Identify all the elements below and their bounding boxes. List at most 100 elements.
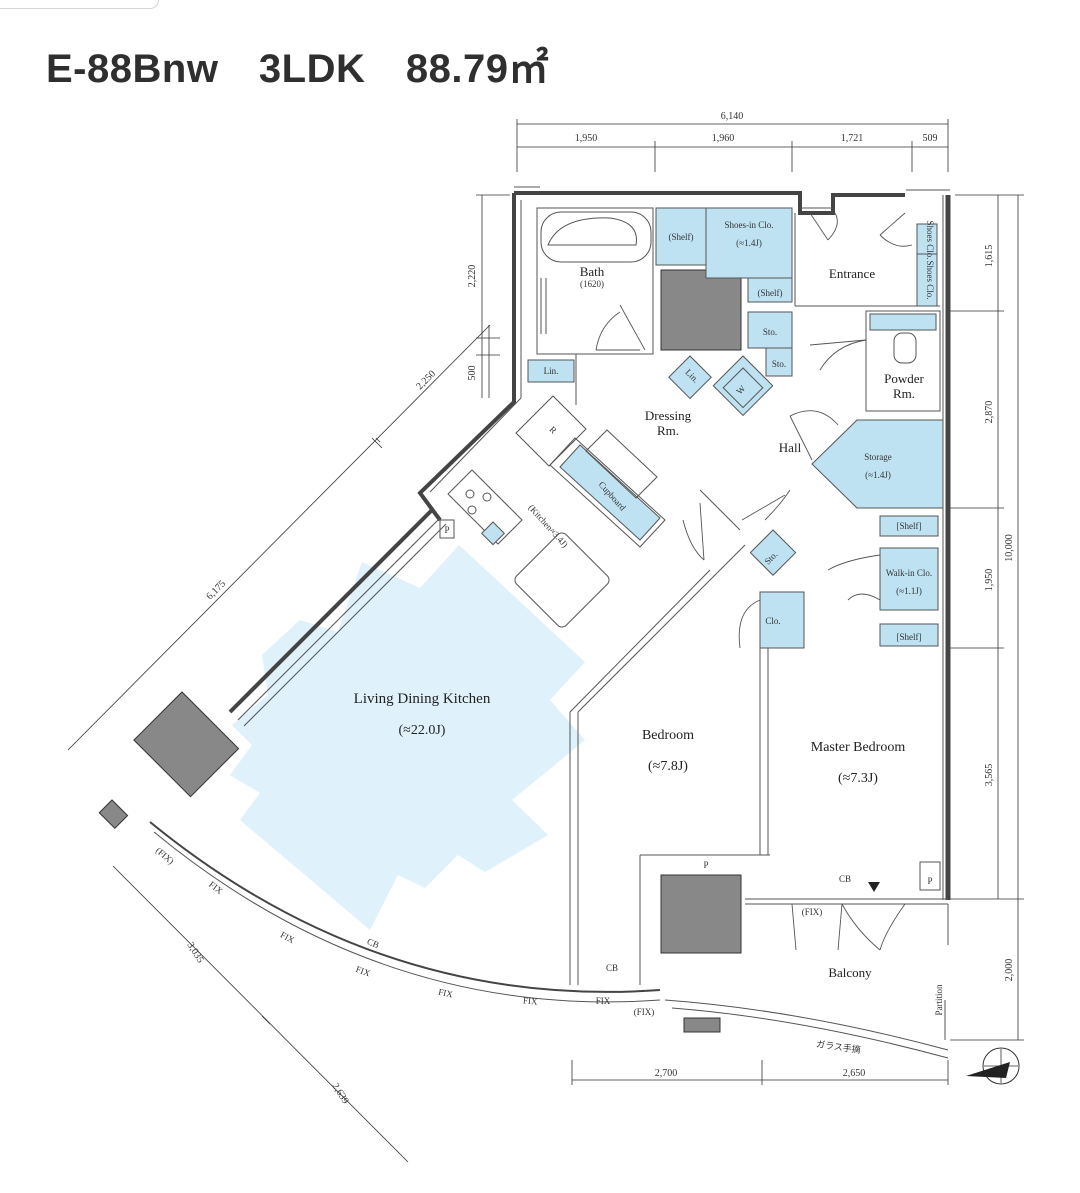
interior-walls bbox=[569, 489, 948, 985]
sto-block-1 bbox=[747, 311, 793, 349]
fix-label-5: FIX bbox=[354, 964, 372, 979]
powder-label-1: Powder bbox=[884, 371, 924, 386]
fix-label-7: FIX bbox=[523, 995, 539, 1006]
bottom-dimensions: 2,700 2,650 bbox=[571, 1060, 949, 1085]
dim-bottom-1: 2,700 bbox=[655, 1068, 678, 1079]
bath-size: (1620) bbox=[580, 279, 604, 289]
column-small-left bbox=[98, 799, 129, 829]
bath-label: Bath bbox=[580, 264, 605, 279]
storage-room bbox=[811, 419, 944, 509]
partition-label: Partition bbox=[934, 984, 944, 1015]
column-balcony bbox=[683, 1017, 721, 1033]
balcony-label: Balcony bbox=[828, 965, 872, 980]
fix-label-2: (FIX) bbox=[154, 845, 176, 866]
clo-label: Clo. bbox=[765, 616, 780, 626]
master-bedroom-label: Master Bedroom bbox=[811, 740, 906, 755]
shoes-in-closet bbox=[705, 207, 793, 279]
shoes-clo-label-2: Shoes Clo. bbox=[925, 260, 935, 299]
fix-label-8: FIX bbox=[596, 996, 611, 1006]
powder-label-2: Rm. bbox=[893, 386, 915, 401]
dim-right-3: 1,950 bbox=[984, 569, 995, 592]
lin-label-1: Lin. bbox=[544, 366, 559, 376]
dim-left-1: 2,220 bbox=[467, 265, 478, 288]
powder-room bbox=[809, 310, 941, 412]
dim-right-2: 2,870 bbox=[984, 401, 995, 424]
bath-area bbox=[536, 207, 654, 355]
dim-right-4: 3,565 bbox=[984, 764, 995, 787]
master-bedroom-size: (≈7.3J) bbox=[838, 771, 878, 786]
dim-left-2: 500 bbox=[467, 366, 478, 381]
ldk-label: Living Dining Kitchen bbox=[354, 691, 491, 707]
right-dimensions: 1,615 2,870 1,950 3,565 10,000 2,000 bbox=[950, 194, 1024, 1041]
shoes-in-label: Shoes-in Clo. bbox=[724, 220, 773, 230]
p-label-3: P bbox=[703, 860, 708, 870]
dim-top-total: 6,140 bbox=[721, 111, 744, 122]
sto-label-2: Sto. bbox=[772, 359, 786, 369]
dim-right-total: 10,000 bbox=[1004, 534, 1015, 562]
dim-diag-4: 2,639 bbox=[329, 1081, 350, 1106]
shelf-label-1: (Shelf) bbox=[669, 232, 694, 242]
left-short-dimensions: 2,220 500 bbox=[467, 194, 510, 398]
walkin-shelf-bottom bbox=[879, 623, 939, 647]
cb-label-1: CB bbox=[839, 874, 851, 884]
bedroom-doors bbox=[682, 489, 791, 561]
fix-label-1: (FIX) bbox=[802, 907, 823, 917]
glass-rail-label: ガラス手摘 bbox=[816, 1038, 862, 1055]
walkin-label: Walk-in Clo. bbox=[886, 568, 932, 578]
shelf-block-2 bbox=[747, 277, 793, 303]
r-label: R bbox=[547, 424, 558, 435]
p-label-1: P bbox=[444, 525, 449, 535]
walkin-shelf-top bbox=[879, 515, 939, 537]
dim-right-1: 1,615 bbox=[984, 245, 995, 268]
balcony-area bbox=[791, 861, 949, 1040]
bedroom-label: Bedroom bbox=[642, 728, 694, 743]
cb-label-2: CB bbox=[366, 936, 381, 950]
dim-bottom-2: 2,650 bbox=[843, 1068, 866, 1079]
shoes-clo-label-1: Shoes Clo. bbox=[925, 220, 935, 259]
walkin-closet bbox=[879, 547, 939, 611]
dim-top-4: 509 bbox=[923, 133, 938, 144]
dressing-room bbox=[527, 304, 774, 417]
kitchen-area bbox=[439, 395, 666, 628]
page-title: E-88Bnw 3LDK 88.79㎡ bbox=[46, 47, 549, 91]
sto-block-3 bbox=[749, 529, 797, 576]
fix-label-6: FIX bbox=[437, 987, 454, 1000]
walkin-size: (≈1.1J) bbox=[896, 586, 922, 596]
bedroom-closet bbox=[759, 591, 805, 649]
dressing-label-2: Rm. bbox=[657, 423, 679, 438]
column-left bbox=[133, 691, 240, 798]
dressing-label-1: Dressing bbox=[645, 408, 692, 423]
entrance-label: Entrance bbox=[829, 266, 875, 281]
north-arrow-icon bbox=[966, 1047, 1020, 1085]
dim-top-2: 1,960 bbox=[712, 133, 735, 144]
shelf-label-3: [Shelf] bbox=[897, 521, 922, 531]
dim-diag-3: 3,035 bbox=[184, 940, 205, 965]
top-dimensions: 6,140 1,950 1,960 1,721 509 bbox=[516, 111, 949, 172]
hall-label: Hall bbox=[779, 440, 802, 455]
dim-diag-2: 6,175 bbox=[204, 578, 228, 602]
dim-diag-1: 2,250 bbox=[414, 368, 438, 392]
dim-top-3: 1,721 bbox=[841, 133, 864, 144]
column-bottom bbox=[660, 874, 742, 954]
sto-label-1: Sto. bbox=[763, 327, 777, 337]
entry-marker bbox=[868, 882, 880, 892]
shoes-in-size: (≈1.4J) bbox=[736, 238, 762, 248]
entrance-doors bbox=[794, 212, 940, 307]
p-label-2: P bbox=[927, 876, 932, 886]
kitchen-label: (Kitchen≈3.4J) bbox=[526, 503, 570, 550]
storage-size: (≈1.4J) bbox=[865, 470, 891, 480]
walkin-door bbox=[827, 554, 881, 571]
storage-label: Storage bbox=[864, 452, 892, 462]
fix-label-9: (FIX) bbox=[634, 1007, 655, 1017]
shelf-label-4: [Shelf] bbox=[897, 632, 922, 642]
fix-label-4: FIX bbox=[279, 930, 297, 946]
closet-door bbox=[738, 599, 761, 649]
exterior-walls bbox=[149, 186, 951, 1059]
shelf-label-2: (Shelf) bbox=[758, 288, 783, 298]
dim-right-5: 2,000 bbox=[1004, 959, 1015, 982]
shelf-block bbox=[655, 207, 707, 266]
storage-door bbox=[789, 410, 839, 426]
ldk-size: (≈22.0J) bbox=[399, 723, 446, 738]
fix-label-3: FIX bbox=[207, 879, 225, 896]
